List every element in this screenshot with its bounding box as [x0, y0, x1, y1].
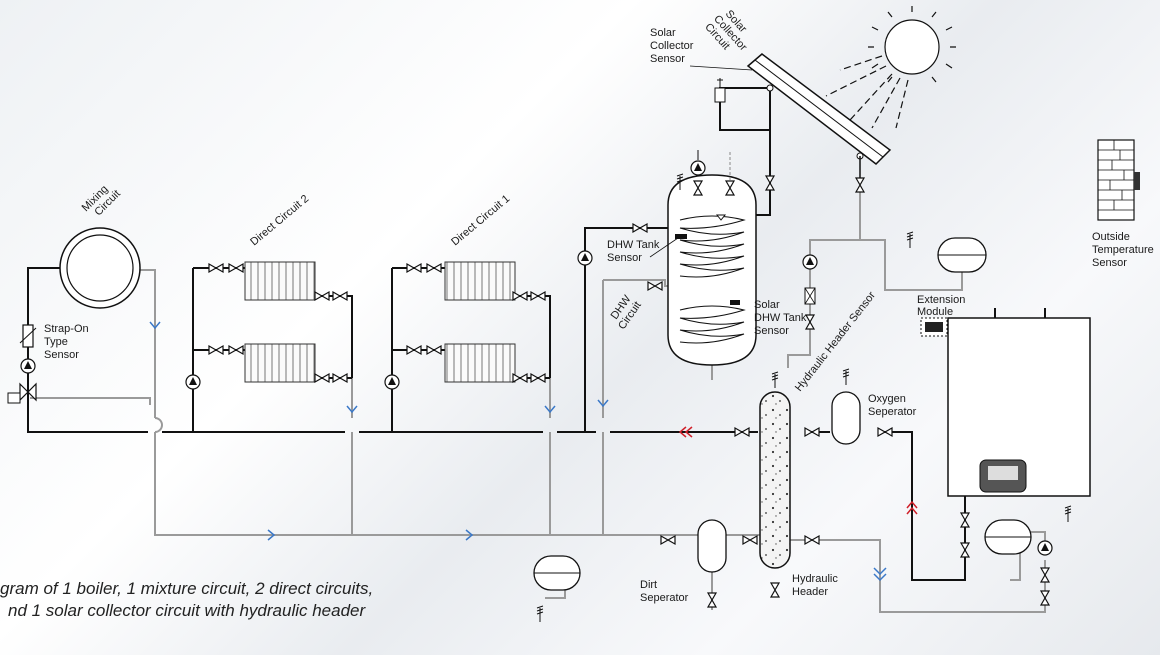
mixing-pump-icon — [20, 358, 36, 374]
oxygen-inlet-valve-icon — [804, 427, 820, 437]
caption-line-2: nd 1 solar collector circuit with hydrau… — [8, 601, 366, 620]
label-hydraulic-header: Hydraulic Header — [792, 573, 841, 598]
radiator-direct2-upper — [244, 261, 316, 301]
hydraulic-header — [759, 391, 791, 569]
boiler-pump-icon — [1037, 540, 1053, 556]
system-relief-icon — [536, 605, 544, 623]
label-dirt-separator: Dirt Seperator — [640, 579, 689, 604]
label-dhw-circuit: DHW Circuit — [606, 291, 645, 332]
boiler-relief-icon — [1064, 505, 1072, 523]
boiler-return-valve-2-icon — [1040, 590, 1050, 606]
boiler — [947, 308, 1091, 497]
flow-arrows — [149, 321, 918, 582]
solar-collector-panel — [746, 53, 892, 165]
header-drain-valve-icon — [770, 582, 780, 598]
dhw-top-fittings — [676, 150, 735, 196]
oxygen-relief-icon — [842, 368, 850, 386]
caption-line-1: gram of 1 boiler, 1 mixture circuit, 2 d… — [0, 579, 374, 598]
sun-icon — [825, 6, 956, 129]
mixing-valve-icon — [7, 382, 37, 404]
boiler-return-valve-icon — [1040, 567, 1050, 583]
label-extension-module: Extension Module — [917, 294, 968, 318]
radiator-direct1-lower — [444, 343, 516, 383]
dhw-pump-icon — [577, 250, 593, 266]
label-solar-dhw-tank-sensor: Solar DHW Tank Sensor — [754, 299, 809, 337]
dhw-circuit-valve-icon — [647, 281, 663, 291]
label-direct-circuit-2: Direct Circuit 2 — [248, 193, 311, 249]
radiator-direct1-upper — [444, 261, 516, 301]
header-relief-icon — [771, 371, 779, 389]
direct2-pump-icon — [185, 374, 201, 390]
radiator-direct2-lower — [244, 343, 316, 383]
system-expansion-vessel — [533, 555, 581, 591]
label-dhw-tank-sensor: DHW Tank Sensor — [607, 239, 662, 264]
solar-pump-icon — [802, 254, 818, 270]
boiler-expansion-vessel — [984, 519, 1032, 555]
label-oxygen-separator: Oxygen Seperator — [868, 393, 917, 418]
label-mixing-circuit: Mixing Circuit — [80, 179, 123, 222]
label-solar-collector-sensor: Solar Collector Sensor — [650, 27, 696, 65]
header-return-out-valve-icon — [804, 535, 820, 545]
label-solar-collector-circuit: Solar Collector Circuit — [702, 5, 760, 64]
boiler-flow-valve-2-icon — [960, 542, 970, 558]
label-direct-circuit-1: Direct Circuit 1 — [449, 193, 512, 249]
diagram-caption: gram of 1 boiler, 1 mixture circuit, 2 d… — [0, 578, 520, 622]
boiler-flow-valve-icon — [960, 512, 970, 528]
label-outside-temperature-sensor: Outside Temperature Sensor — [1092, 231, 1157, 269]
supply-pipes — [27, 87, 966, 581]
extension-module — [920, 317, 948, 337]
dirt-separator — [697, 519, 727, 573]
solar-expansion-vessel — [937, 237, 987, 273]
dirt-inlet-valve-icon — [660, 535, 676, 545]
flow-meter-icon — [804, 287, 816, 305]
solar-collector-sensor-icon — [714, 78, 726, 103]
strap-on-sensor — [19, 324, 37, 348]
header-supply-valve-icon — [734, 427, 750, 437]
oxygen-separator — [831, 391, 861, 445]
label-hydraulic-header-sensor: Hydraulic Header Sensor — [793, 289, 878, 393]
outside-temperature-sensor-icon — [1097, 139, 1140, 221]
dhw-tank — [667, 174, 757, 366]
direct1-pump-icon — [384, 374, 400, 390]
label-strap-on-sensor: Strap-On Type Sensor — [44, 323, 92, 361]
mixing-circuit-heater — [59, 227, 141, 309]
solar-flow-valve-icon — [855, 177, 865, 193]
solar-return-valve-icon — [765, 175, 775, 191]
dirt-drain-valve-icon — [707, 592, 717, 608]
dhw-tank-valve-icon — [632, 223, 648, 233]
solar-relief-icon — [906, 231, 914, 249]
oxygen-outlet-valve-icon — [877, 427, 893, 437]
header-return-valve-icon — [742, 535, 758, 545]
